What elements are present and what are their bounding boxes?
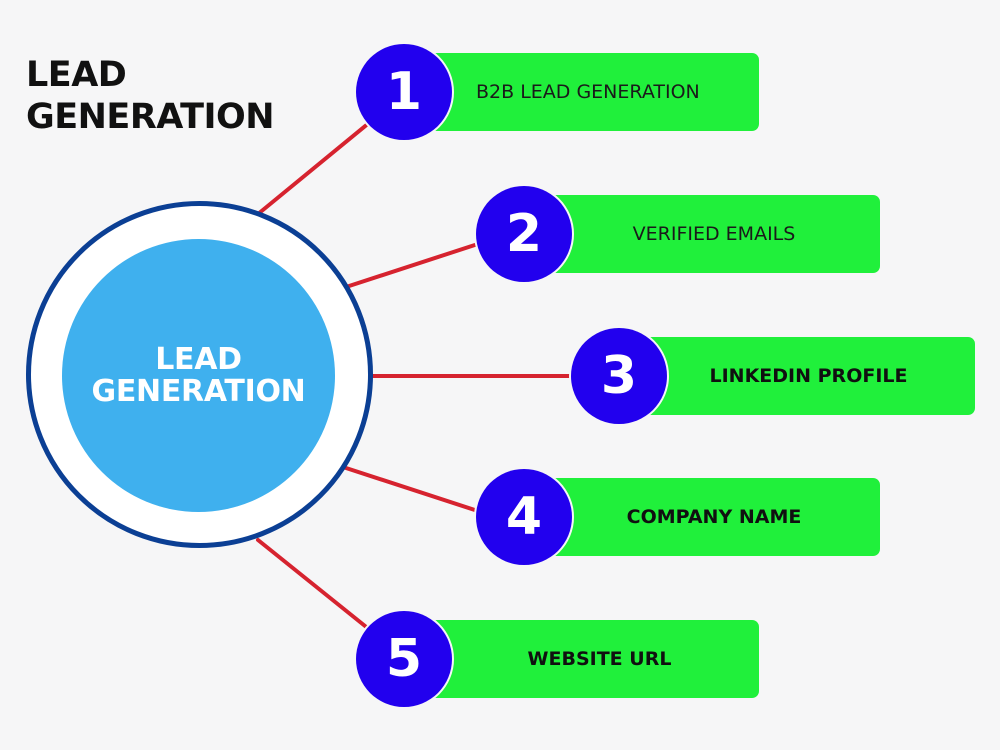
item-label-4: COMPANY NAME (626, 506, 802, 528)
item-badge-5: 5 (356, 611, 452, 707)
item-card-4: COMPANY NAME (524, 478, 880, 556)
item-badge-3: 3 (571, 328, 667, 424)
item-badge-2: 2 (476, 186, 572, 282)
connector-1 (256, 116, 377, 216)
page-title-line-1: LEAD (26, 55, 127, 95)
page-title: LEAD GENERATION (26, 54, 275, 138)
page-title-line-2: GENERATION (26, 97, 275, 137)
center-label-line-2: GENERATION (91, 373, 306, 409)
item-label-5: WEBSITE URL (527, 648, 672, 670)
item-card-2: VERIFIED EMAILS (524, 195, 880, 273)
connector-5 (256, 538, 377, 636)
connector-4 (344, 466, 486, 515)
item-card-5: WEBSITE URL (404, 620, 759, 698)
item-label-1: B2B LEAD GENERATION (476, 81, 700, 103)
center-label-line-1: LEAD (155, 341, 242, 377)
item-badge-4: 4 (476, 469, 572, 565)
item-card-3: LINKEDIN PROFILE (618, 337, 975, 415)
item-badge-1: 1 (356, 44, 452, 140)
item-card-1: B2B LEAD GENERATION (404, 53, 759, 131)
item-label-2: VERIFIED EMAILS (632, 223, 796, 245)
item-label-3: LINKEDIN PROFILE (709, 365, 908, 387)
connector-2 (344, 240, 486, 289)
center-circle: LEAD GENERATION (62, 239, 335, 512)
